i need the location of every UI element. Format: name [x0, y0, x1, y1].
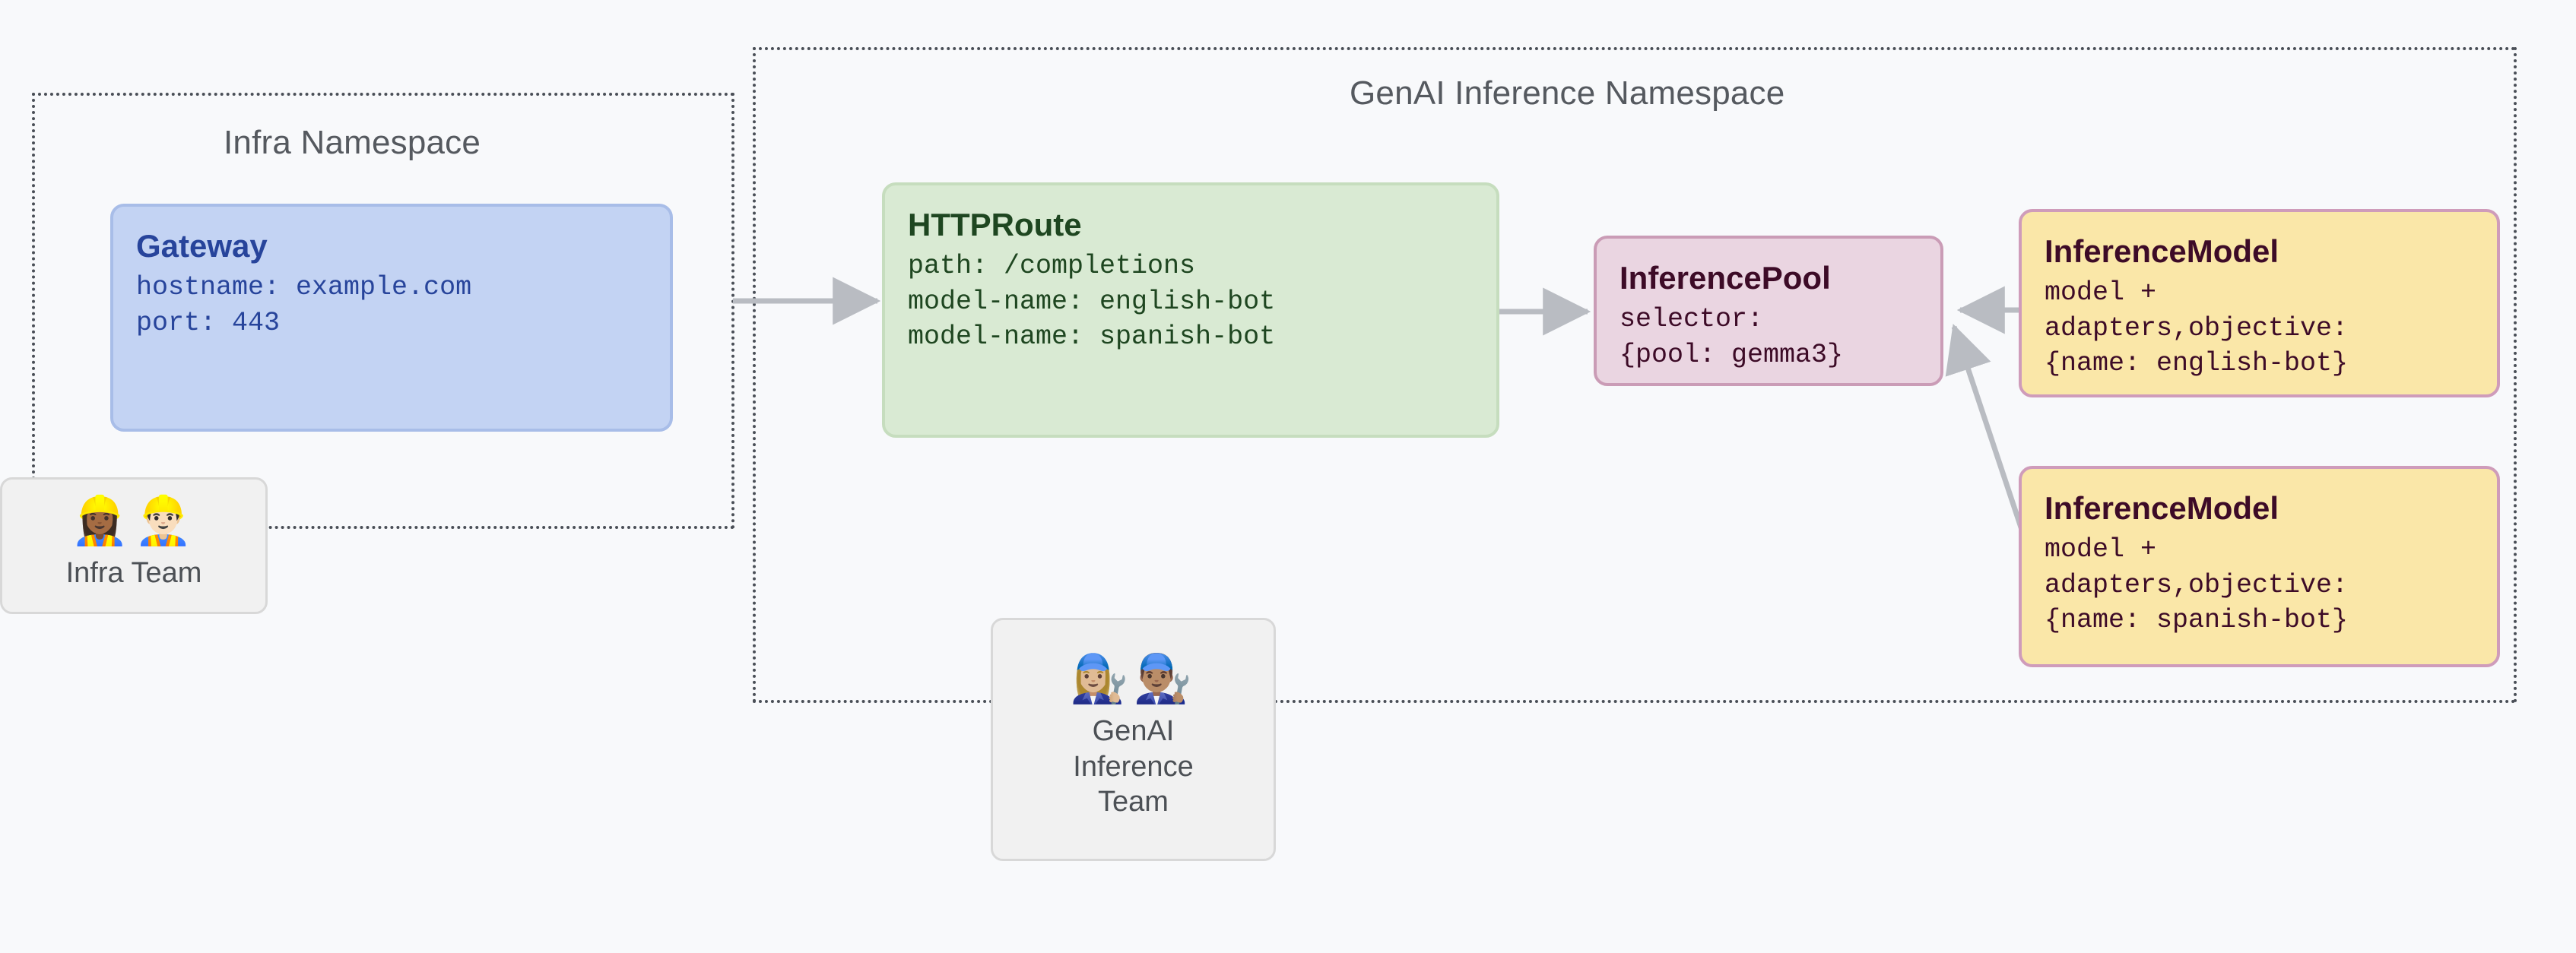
namespace-box-infra — [32, 93, 734, 529]
node-inferencemodel-english-line-1: adapters,objective: — [2045, 312, 2349, 344]
node-inferencemodel-english-line-0: model + — [2045, 277, 2157, 309]
node-gateway-line-0: hostname: example.com — [136, 272, 472, 303]
node-inferencepool[interactable]: InferencePool selector: {pool: gemma3} — [1594, 236, 1943, 386]
node-inferencepool-line-1: {pool: gemma3} — [1620, 339, 1844, 370]
node-inferencemodel-spanish-line-2: {name: spanish-bot} — [2045, 605, 2349, 636]
node-httproute-title: HTTPRoute — [908, 207, 1082, 242]
node-inferencepool-title: InferencePool — [1620, 260, 1831, 296]
node-httproute-line-0: path: /completions — [908, 251, 1196, 282]
namespace-title-infra: Infra Namespace — [224, 124, 481, 161]
team-infra-avatars: 👷🏾‍♀️👷🏻‍♂️ — [70, 494, 198, 547]
node-httproute-line-2: model-name: spanish-bot — [908, 321, 1276, 353]
team-genai-avatars: 👩🏼‍🔧👨🏽‍🔧 — [1070, 653, 1197, 706]
node-inferencemodel-spanish[interactable]: InferenceModel model + adapters,objectiv… — [2019, 466, 2500, 667]
namespace-box-genai — [753, 47, 2517, 703]
node-gateway[interactable]: Gateway hostname: example.com port: 443 — [110, 204, 673, 432]
team-card-genai[interactable]: 👩🏼‍🔧👨🏽‍🔧 GenAI Inference Team — [991, 618, 1276, 861]
node-httproute-line-1: model-name: english-bot — [908, 286, 1276, 317]
node-inferencemodel-english[interactable]: InferenceModel model + adapters,objectiv… — [2019, 209, 2500, 397]
team-card-infra[interactable]: 👷🏾‍♀️👷🏻‍♂️ Infra Team — [0, 477, 268, 614]
team-infra-label: Infra Team — [65, 556, 202, 589]
node-inferencemodel-english-title: InferenceModel — [2045, 233, 2279, 269]
node-inferencemodel-spanish-line-1: adapters,objective: — [2045, 569, 2349, 600]
node-inferencemodel-spanish-line-0: model + — [2045, 534, 2157, 565]
node-httproute[interactable]: HTTPRoute path: /completions model-name:… — [882, 182, 1499, 438]
node-gateway-line-1: port: 443 — [136, 307, 281, 338]
node-gateway-title: Gateway — [136, 228, 268, 264]
node-inferencepool-line-0: selector: — [1620, 304, 1764, 335]
node-inferencemodel-spanish-title: InferenceModel — [2045, 490, 2279, 526]
node-inferencemodel-english-line-2: {name: english-bot} — [2045, 348, 2349, 379]
team-genai-label: GenAI Inference Team — [1073, 715, 1194, 818]
namespace-title-genai: GenAI Inference Namespace — [1350, 74, 1785, 112]
